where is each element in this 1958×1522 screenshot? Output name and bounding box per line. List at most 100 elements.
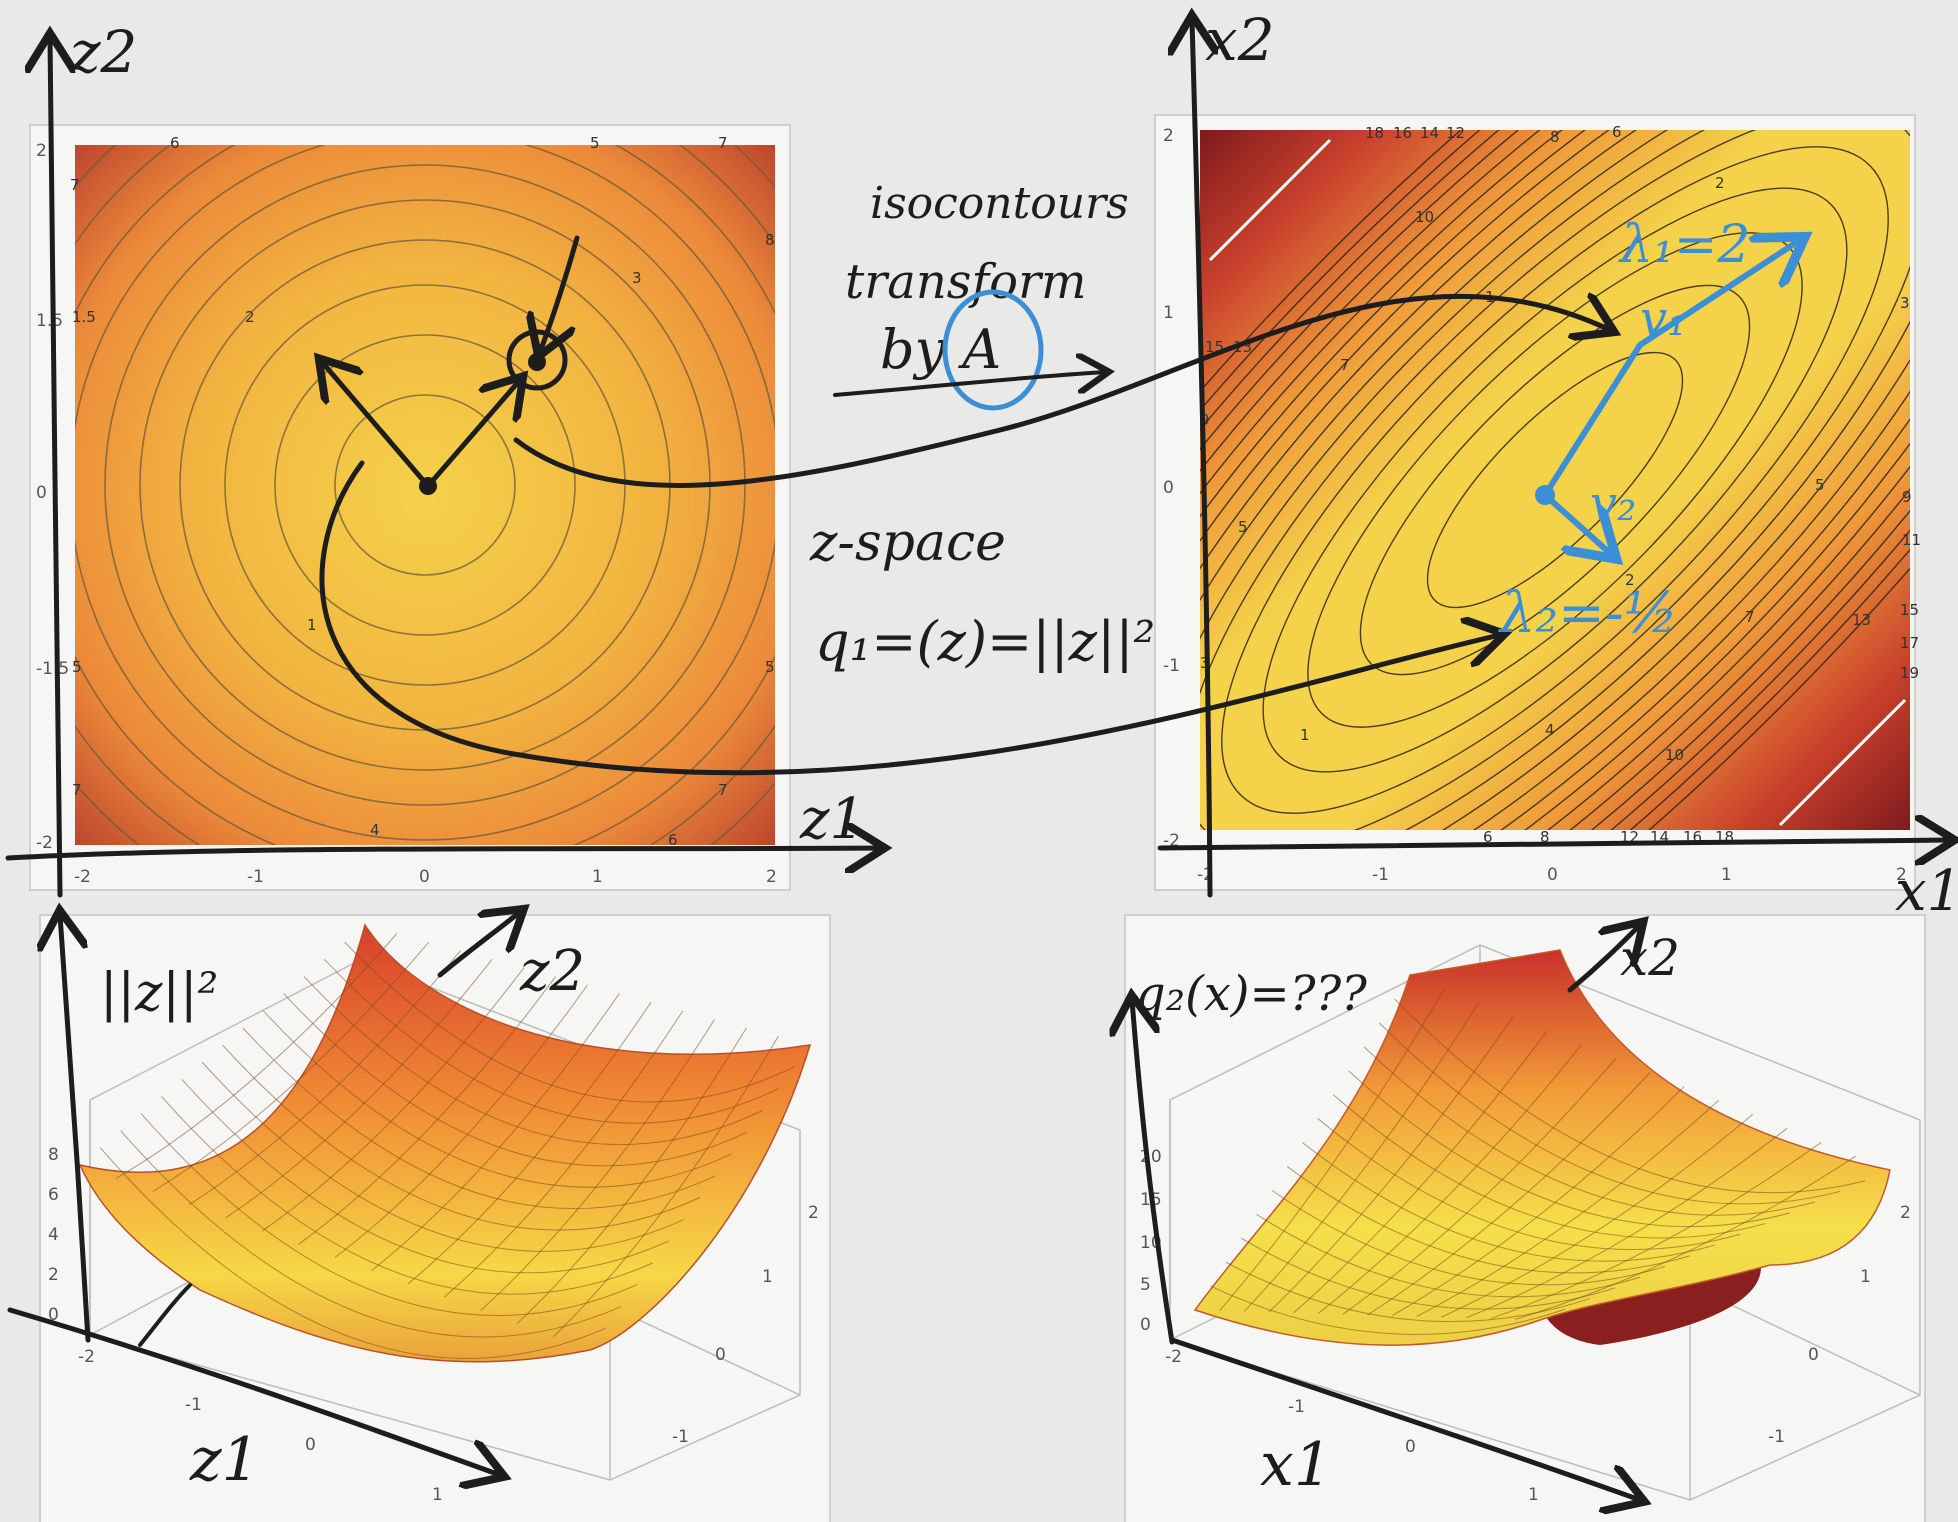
- circle-around-A: [942, 289, 1044, 411]
- circled-point-dot: [528, 353, 546, 371]
- left-mesh-line: [99, 1147, 606, 1359]
- pointer-arrow: [540, 235, 580, 352]
- left-y-tick: 2: [36, 141, 47, 161]
- right-mesh-line: [1225, 1261, 1591, 1323]
- left-mesh-line: [283, 993, 748, 1167]
- right-mesh-line: [1317, 1118, 1741, 1250]
- right-mesh-line: [1302, 1142, 1716, 1262]
- right-surface-x-tick: 0: [1405, 1437, 1416, 1457]
- surface-left-tick-stroke: [138, 1283, 192, 1347]
- left-mesh-line: [225, 958, 493, 1219]
- left-x-tick: 1: [592, 867, 603, 887]
- right-contour-label: 6: [1483, 828, 1493, 846]
- right-contour-label: 2: [1715, 174, 1725, 192]
- left-surface-y-tick: 2: [808, 1203, 819, 1223]
- mapping-arrow-v1: [513, 296, 1610, 488]
- left-mesh-line: [261, 967, 525, 1232]
- right-mesh-line: [1243, 1002, 1479, 1312]
- z1-axis-label: z1: [799, 787, 865, 852]
- middle-handwriting: isocontours transform by A z-space q₁=(z…: [809, 178, 1155, 673]
- x1-axis-arrow: [1157, 840, 1950, 848]
- transform-line3: by A: [880, 318, 1001, 381]
- right-mesh-line: [1342, 1058, 1617, 1315]
- left-surface-y-tick: 0: [715, 1345, 726, 1365]
- right-contour-label: 3: [1900, 294, 1910, 312]
- left-mesh-line: [323, 958, 779, 1124]
- left-contour-label: 7: [70, 176, 80, 194]
- right-contour-label: 2: [1625, 571, 1635, 589]
- z2-axis-label: z2: [69, 18, 137, 86]
- left-handwriting: z2 z1: [5, 18, 1610, 898]
- surface-right-x2-arrow: [1567, 925, 1640, 993]
- z-space-label: z-space: [809, 513, 1006, 573]
- right-y-tick: 0: [1163, 478, 1174, 498]
- v2-label: v₂: [1590, 476, 1636, 532]
- right-mesh-line: [1332, 1094, 1766, 1239]
- left-contour-label: 7: [718, 781, 728, 799]
- right-y-tick: -1: [1163, 656, 1180, 676]
- surface-right-label: q₂(x)=???: [1135, 966, 1367, 1022]
- right-contour-label: 4: [1545, 721, 1555, 739]
- left-mesh-line: [553, 1036, 779, 1338]
- left-mesh-line: [152, 941, 429, 1192]
- left-mesh-line: [116, 933, 398, 1179]
- transform-line1: isocontours: [870, 178, 1129, 229]
- left-surface-z-tick: 4: [48, 1225, 59, 1245]
- left-contour-label: 7: [72, 781, 82, 799]
- v1-label: v₁: [1640, 291, 1686, 347]
- right-surface-y-tick: 0: [1808, 1345, 1819, 1365]
- left-surface-x-tick: 1: [432, 1485, 443, 1505]
- left-x-tick: 2: [766, 867, 777, 887]
- right-mesh-line: [1490, 1141, 1822, 1320]
- x2-axis-label: x2: [1205, 6, 1275, 74]
- surface-left-z1-label: z1: [189, 1425, 260, 1495]
- left-mesh-line: [443, 1010, 684, 1298]
- right-contour-label: 18: [1365, 124, 1384, 142]
- right-handwriting: x2 x1 λ₁=2 v₁ v₂ λ₂=-½: [1157, 6, 1958, 924]
- right-contour-label: 8: [1540, 828, 1550, 846]
- left-mesh-line: [181, 1078, 669, 1274]
- left-surface-z-tick: 2: [48, 1265, 59, 1285]
- right-mesh-line: [1293, 1030, 1548, 1314]
- right-surface-x-tick: -2: [1165, 1347, 1182, 1367]
- left-mesh-line: [334, 984, 588, 1258]
- z-vector-up-right: [425, 380, 520, 489]
- left-mesh-line: [344, 941, 795, 1103]
- surface-left-vertical-axis: [60, 915, 91, 1343]
- right-mesh-line: [1240, 1237, 1616, 1310]
- left-surface-z-tick: 6: [48, 1185, 59, 1205]
- left-contour-label: 4: [370, 821, 380, 839]
- left-contour-label: 5: [72, 658, 82, 676]
- right-contour-label: 9: [1902, 488, 1912, 506]
- left-mesh-line: [371, 993, 620, 1272]
- right-mesh-line: [1256, 1213, 1641, 1298]
- x1-axis-label: x1: [1895, 859, 1958, 924]
- left-mesh-line: [516, 1027, 747, 1324]
- right-surface-z-tick: 0: [1140, 1315, 1151, 1335]
- left-mesh-line: [201, 1061, 685, 1252]
- right-contour-label: 5: [1238, 518, 1248, 536]
- left-surface-x-tick: -1: [185, 1395, 202, 1415]
- circled-point: [506, 329, 568, 391]
- right-mesh-line: [1363, 1046, 1816, 1216]
- left-paraboloid-surface: [78, 923, 812, 1363]
- right-saddle-surface: [1193, 949, 1891, 1346]
- surface-left-z2-label: z2: [519, 939, 585, 1004]
- surface-left-z1-arrow: [7, 1307, 500, 1475]
- right-mesh-line: [1378, 1022, 1841, 1205]
- z1-axis-arrow: [5, 848, 880, 858]
- bottom-handwriting: ||z||² z2 z1 q₂(x)=??? x2 x1: [7, 912, 1680, 1500]
- right-surface-x-tick: -1: [1288, 1397, 1305, 1417]
- left-x-tick: -1: [247, 867, 264, 887]
- right-mesh-line: [1416, 1099, 1719, 1317]
- right-contour-label: 12: [1446, 124, 1465, 142]
- right-y-tick: 2: [1163, 126, 1174, 146]
- left-y-tick: -2: [36, 833, 53, 853]
